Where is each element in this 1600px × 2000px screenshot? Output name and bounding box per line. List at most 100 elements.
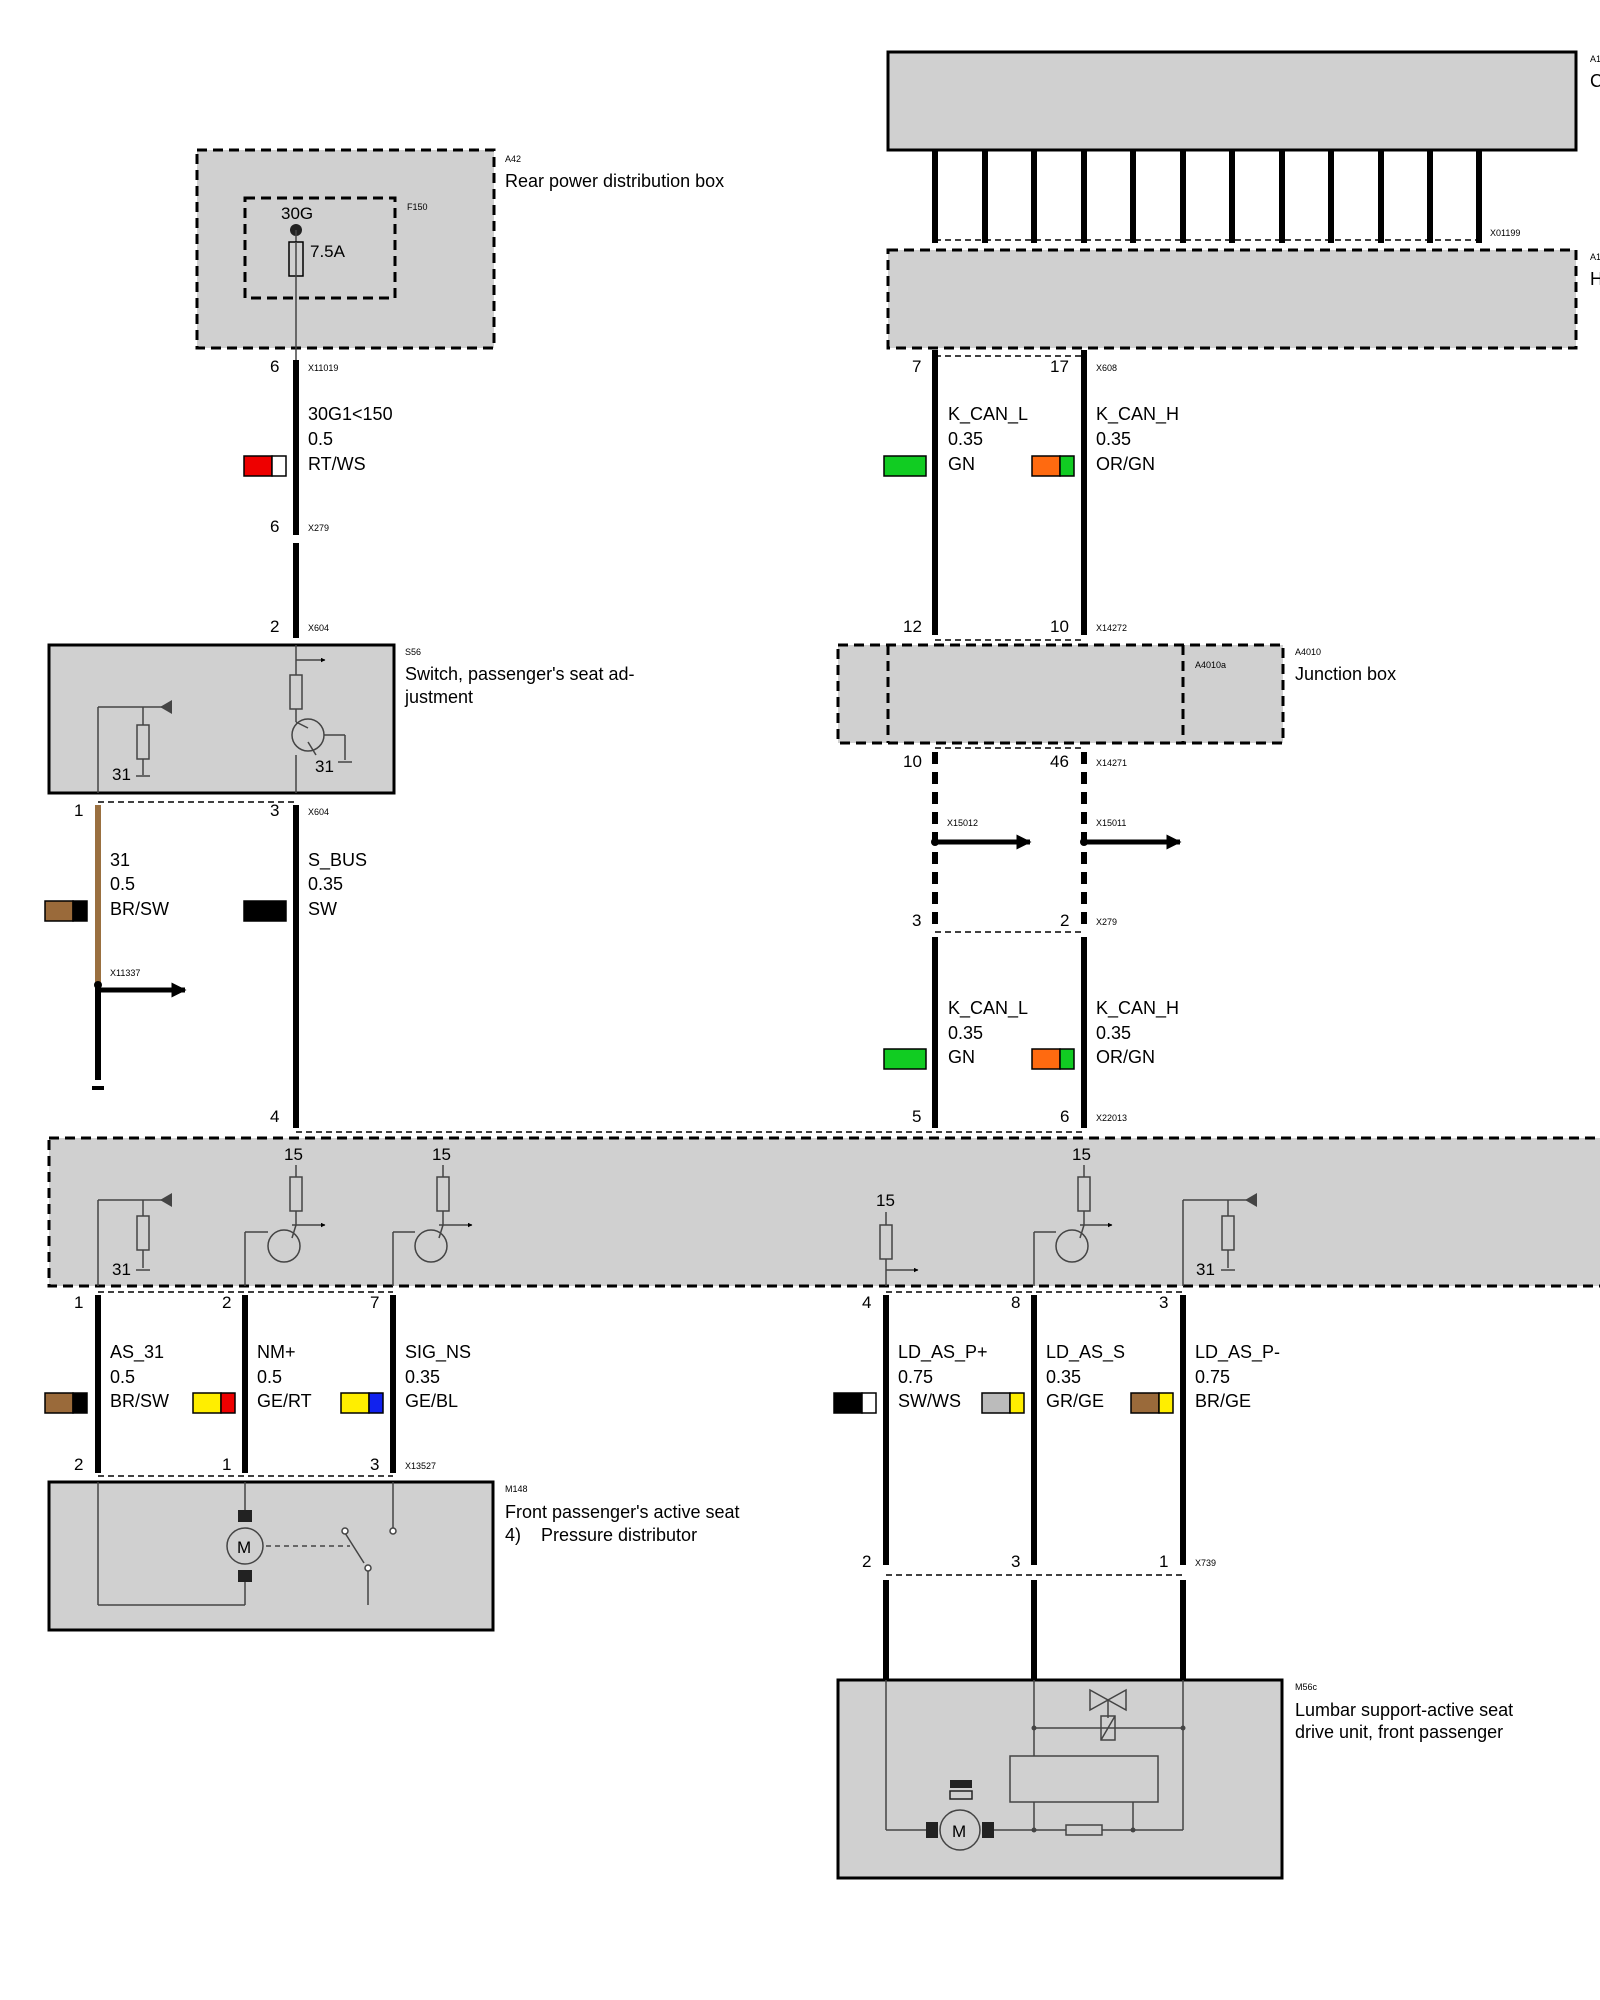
wire-30g: 6 X11019 30G1<150 0.5 RT/WS 6 X279 (243, 357, 393, 638)
wire-30g-signal: 30G1<150 (308, 404, 393, 424)
ldp-signal: LD_AS_P+ (898, 1342, 988, 1363)
main-bottom-pin-8: 8 (1011, 1293, 1020, 1312)
swatch-can-l-bot (883, 1048, 927, 1070)
x739-pin-3: 3 (1011, 1552, 1020, 1571)
m56c-name-2: drive unit, front passenger (1295, 1722, 1503, 1742)
can-mid-wires: 10 46 X14271 X15012 X15011 3 2 X279 (903, 747, 1182, 933)
x14271-label: X14271 (1096, 758, 1127, 768)
can-l-bot-size: 0.35 (948, 1023, 983, 1043)
m56c-valve-icon (1106, 1688, 1127, 1712)
swatch-ldm-stripe (1158, 1392, 1174, 1414)
swatch-30g-stripe (271, 455, 287, 477)
swatch-can-h-top-main (1031, 455, 1061, 477)
swatch-sbus (243, 900, 287, 922)
svg-text:M: M (952, 1822, 966, 1841)
s56-switch: 2 X604 S56 Switch, passenger's seat ad- … (47, 617, 635, 820)
swatch-30g-main (243, 455, 273, 477)
wire-30g-color: RT/WS (308, 454, 366, 474)
m148-sub-number: 4) (505, 1525, 521, 1545)
ldm-signal: LD_AS_P- (1195, 1342, 1280, 1363)
wire-31-color: BR/SW (110, 899, 169, 919)
s56-pin-out-3: 3 (270, 801, 279, 820)
wire-31-size: 0.5 (110, 874, 135, 894)
s56-id: S56 (405, 647, 421, 657)
m148-pin-3: 3 (370, 1455, 379, 1474)
a42-rear-power-distribution-box: A42 Rear power distribution box F150 30G… (195, 148, 724, 360)
x01199-label: X01199 (1490, 228, 1520, 238)
swatch-ldm-main (1130, 1392, 1160, 1414)
m148-pin-2: 2 (74, 1455, 83, 1474)
lds-transistor-icon (1055, 1229, 1089, 1263)
can-h-bot-size: 0.35 (1096, 1023, 1131, 1043)
x11337-label: X11337 (110, 968, 140, 978)
wire-31-signal: 31 (110, 850, 130, 870)
a1-top-module: A1 C (886, 50, 1600, 152)
fuse-terminal-30g: 30G (281, 204, 313, 223)
can-h-top-color: OR/GN (1096, 454, 1155, 474)
x14272-label: X14272 (1096, 623, 1127, 633)
s56-ground-31b: 31 (315, 757, 334, 776)
s56-ground-31a: 31 (112, 765, 131, 784)
m56c-lumbar-drive-unit: M56c Lumbar support-active seat drive un… (836, 1678, 1513, 1880)
signs-color: GE/BL (405, 1391, 458, 1411)
m148-active-seat: M148 Front passenger's active seat 4) Pr… (47, 1480, 740, 1632)
main-pin-l: 5 (912, 1107, 921, 1126)
a1-pin-h: 17 (1050, 357, 1069, 376)
x739-pin-2: 2 (862, 1552, 871, 1571)
m148-motor-icon (226, 1527, 264, 1565)
m56c-name-1: Lumbar support-active seat (1295, 1700, 1513, 1720)
x14272-pin-h: 10 (1050, 617, 1069, 636)
swatch-31-stripe (72, 900, 88, 922)
main-bottom-pin-1: 1 (74, 1293, 83, 1312)
lds-signal: LD_AS_S (1046, 1342, 1125, 1363)
t15-ldp: 15 (876, 1191, 895, 1210)
a1-pin-l: 7 (912, 357, 921, 376)
x279-top-label: X279 (308, 523, 329, 533)
x14271-pin-h: 46 (1050, 752, 1069, 771)
swatch-nm-main (192, 1392, 222, 1414)
swatch-as31-main (44, 1392, 74, 1414)
s56-pin-in: 2 (270, 617, 279, 636)
main-ground-31a: 31 (112, 1260, 131, 1279)
a1-bus-wires (932, 150, 1482, 243)
wire-sbus-signal: S_BUS (308, 850, 367, 871)
wires-to-m148: AS_31 0.5 BR/SW NM+ 0.5 GE/RT SIG_NS 0.3… (44, 1295, 471, 1477)
a4010a-id: A4010a (1195, 660, 1226, 670)
ldp-color: SW/WS (898, 1391, 961, 1411)
swatch-as31-stripe (72, 1392, 88, 1414)
swatch-nm-stripe (220, 1392, 236, 1414)
a4010-junction-box: A4010 Junction box A4010a (836, 643, 1396, 745)
wire-30g-size: 0.5 (308, 429, 333, 449)
swatch-can-l-top (883, 455, 927, 477)
x14272-pin-l: 12 (903, 617, 922, 636)
main-bottom-pin-3: 3 (1159, 1293, 1168, 1312)
ldm-color: BR/GE (1195, 1391, 1251, 1411)
m148-name: Front passenger's active seat (505, 1502, 740, 1522)
can-h-bot-signal: K_CAN_H (1096, 998, 1179, 1019)
main-pin-sbus: 4 (270, 1107, 279, 1126)
signs-transistor-icon (414, 1229, 448, 1263)
can-l-bot-signal: K_CAN_L (948, 998, 1028, 1019)
x15011-label: X15011 (1096, 818, 1126, 828)
as31-size: 0.5 (110, 1367, 135, 1387)
a1-top-name: C (1590, 71, 1600, 91)
x739-pin-1: 1 (1159, 1552, 1168, 1571)
as31-color: BR/SW (110, 1391, 169, 1411)
x279-mid-pin-l: 3 (912, 911, 921, 930)
x279-top-pin: 6 (270, 517, 279, 536)
s56-connector-in: X604 (308, 623, 329, 633)
f150-id: F150 (407, 202, 428, 212)
swatch-signs-main (340, 1392, 370, 1414)
s56-name-1: Switch, passenger's seat ad- (405, 664, 635, 684)
t15-signs: 15 (432, 1145, 451, 1164)
a42-name: Rear power distribution box (505, 171, 724, 191)
swatch-can-h-bot-stripe (1059, 1048, 1075, 1070)
t15-lds: 15 (1072, 1145, 1091, 1164)
can-l-top-color: GN (948, 454, 975, 474)
m56c-id: M56c (1295, 1682, 1318, 1692)
swatch-lds-stripe (1009, 1392, 1025, 1414)
swatch-lds-main (981, 1392, 1011, 1414)
wire-sbus-size: 0.35 (308, 874, 343, 894)
a1-second-id: A1 (1590, 252, 1600, 262)
